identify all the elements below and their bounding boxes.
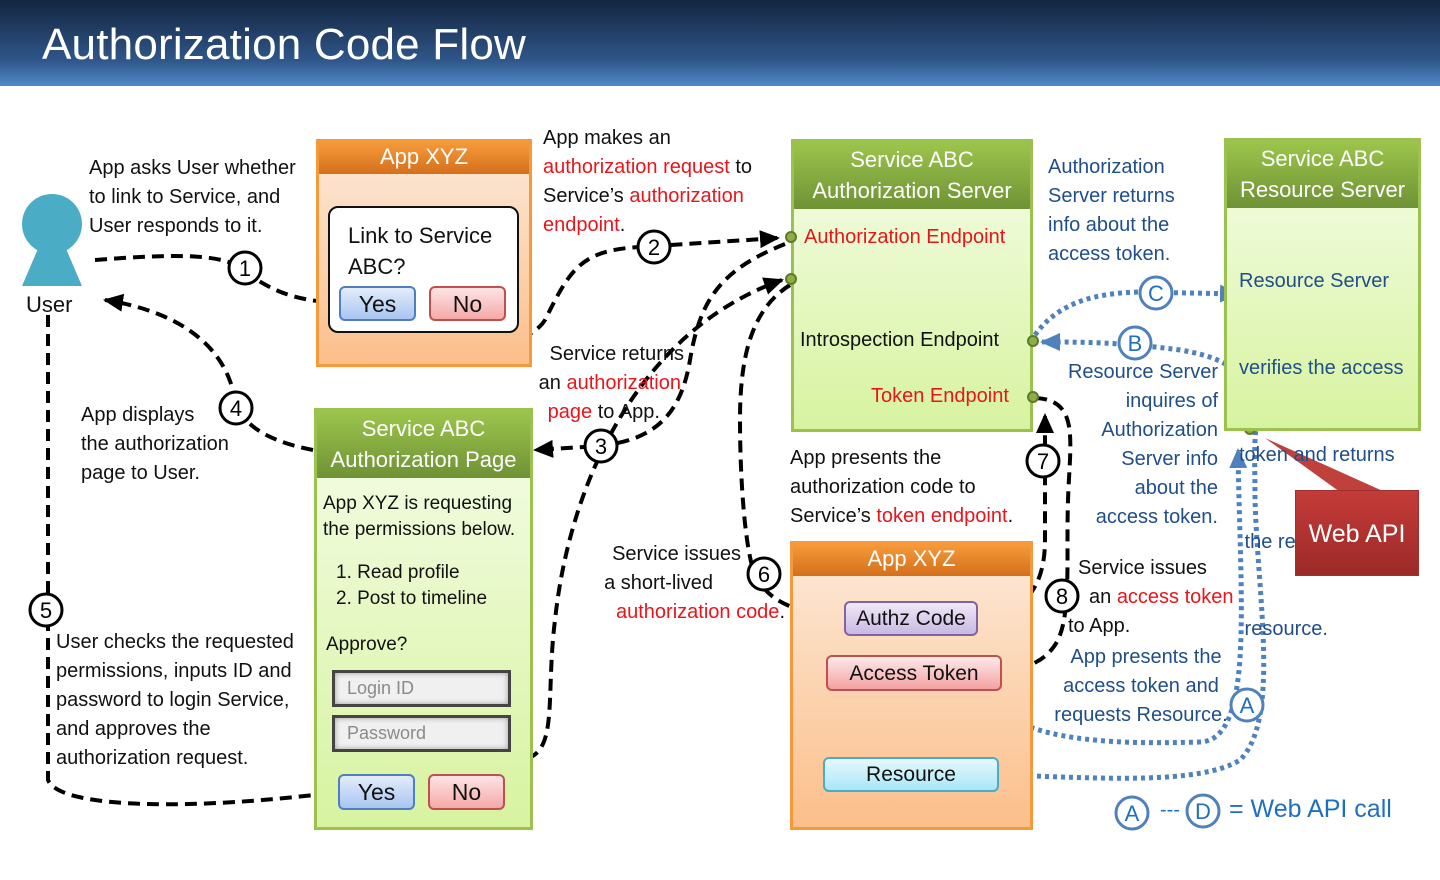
resource-server-desc: Resource Server verifies the access toke… [1239,270,1404,640]
api-arrow-C [1032,284,1240,337]
authorization-page-intro: App XYZ is requesting the permissions be… [323,493,516,540]
arrow-step-7 [977,413,1054,620]
user-label: User [26,292,73,317]
step-2-circle [636,229,672,265]
authorization-endpoint[interactable]: Authorization Endpoint [804,226,1006,248]
api-B-text: Resource Server inquires of Authorizatio… [1067,361,1218,528]
api-A-label: A [1240,693,1255,718]
approve-yes-button[interactable]: Yes [338,774,415,810]
step-8-circle [1044,578,1080,614]
introspection-endpoint-dot [1027,335,1039,347]
api-C-circle [1138,275,1174,311]
step-4-circle [218,390,254,426]
access-token-item: Access Token [826,655,1002,691]
arrow-step-8 [1003,396,1073,678]
step-7-number: 7 [1037,449,1049,474]
legend-D-circle [1185,793,1221,829]
legend-text: = Web API call [1229,795,1392,823]
step-5-number: 5 [40,598,52,623]
step-6-circle [746,556,782,592]
step-5-text: User checks the requested permissions, i… [56,631,294,769]
api-B-label: B [1128,331,1143,356]
step-3-circle [583,428,619,464]
resource-server-box: Service ABC Resource Server [1224,138,1421,431]
step-4-number: 4 [230,396,242,421]
password-input[interactable]: Password [332,715,511,752]
token-endpoint-dot [1027,391,1039,403]
api-arrow-A [977,448,1248,746]
permission-item: 2. Post to timeline [336,588,488,609]
approve-no-button[interactable]: No [428,774,505,810]
api-A-circle [1229,687,1265,723]
arrow-step-6 [737,283,847,626]
title-bar: Authorization Code Flow [0,0,1440,86]
authorization-endpoint-dot-2 [785,273,797,285]
legend-A-circle [1114,795,1150,831]
step-2-text: App makes an authorization request to Se… [543,127,753,236]
approve-label: Approve? [326,634,408,655]
introspection-endpoint[interactable]: Introspection Endpoint [800,329,1000,351]
authz-code-item: Authz Code [844,601,978,636]
step-6-text: Service issues a short-lived authorizati… [604,543,785,623]
api-C-label: C [1148,281,1164,306]
step-1-text: App asks User whether to link to Service… [89,157,296,237]
api-arrow-B [1040,333,1253,429]
web-api-callout: Web API [1295,490,1419,576]
step-7-text: App presents the authorization code to S… [790,447,1014,527]
resource-server-title: Service ABC Resource Server [1227,141,1418,208]
app-xyz-top-title: App XYZ [319,142,529,174]
authorization-endpoint-dot [785,231,797,243]
resource-item: Resource [823,757,999,792]
web-api-pointer [1265,438,1385,492]
step-3-number: 3 [595,434,607,459]
page-title: Authorization Code Flow [42,20,526,69]
step-8-text: Service issues an access token to App. [1068,557,1234,637]
step-1-number: 1 [239,256,251,281]
step-8-number: 8 [1056,584,1068,609]
legend-A-label: A [1125,801,1140,826]
token-endpoint[interactable]: Token Endpoint [871,385,1009,407]
arrow-step-5 [46,315,340,807]
login-id-input[interactable]: Login ID [332,670,511,707]
authorization-server-title: Service ABC Authorization Server [794,142,1030,209]
api-C-text: Authorization Server returns info about … [1048,156,1175,265]
legend-D-label: D [1195,799,1211,824]
arrow-step-1 [94,254,340,311]
link-yes-button[interactable]: Yes [339,286,416,321]
arrow-step-3 [533,242,786,458]
arrow-approve [376,277,784,776]
permission-item: 1. Read profile [336,562,460,583]
step-7-circle [1025,443,1061,479]
app-xyz-bottom-title: App XYZ [793,544,1030,576]
step-1-circle [227,250,263,286]
step-3-text: Service returns an authorization page to… [538,343,684,423]
permissions-list: 1. Read profile 2. Post to timeline [336,560,487,612]
authorization-page-box: Service ABC Authorization Page [314,408,533,830]
link-no-button[interactable]: No [429,286,506,321]
legend-separator: --- [1160,799,1180,821]
api-A-text: App presents the access token and reques… [1054,646,1228,726]
link-dialog-question: Link to Service ABC? [348,223,493,279]
step-4-text: App displays the authorization page to U… [81,404,229,484]
authorization-page-title: Service ABC Authorization Page [317,411,530,478]
step-5-circle [28,592,64,628]
authorization-server-box: Service ABC Authorization Server [791,139,1033,432]
user-icon [20,194,84,286]
step-6-number: 6 [758,562,770,587]
step-2-number: 2 [648,235,660,260]
api-B-circle [1117,325,1153,361]
